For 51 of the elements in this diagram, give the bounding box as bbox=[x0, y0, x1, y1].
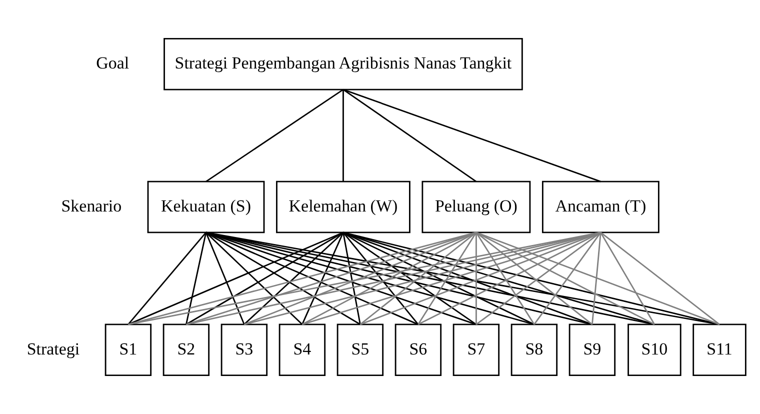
connector bbox=[476, 232, 720, 326]
node-box: S10 bbox=[628, 324, 682, 376]
connector bbox=[475, 232, 477, 324]
node-box: S2 bbox=[162, 324, 210, 376]
node-box: S5 bbox=[336, 324, 384, 376]
node-box: S6 bbox=[394, 324, 442, 376]
connector bbox=[206, 232, 418, 326]
connector bbox=[343, 232, 720, 326]
connector bbox=[592, 232, 602, 324]
connector bbox=[205, 232, 245, 325]
connector bbox=[600, 232, 656, 325]
connector bbox=[342, 232, 361, 325]
node-box: S3 bbox=[220, 324, 268, 376]
node-box: S8 bbox=[510, 324, 558, 376]
connector bbox=[342, 232, 419, 325]
connector bbox=[343, 232, 655, 326]
node-box: S9 bbox=[568, 324, 616, 376]
node-box: Kekuatan (S) bbox=[147, 180, 265, 234]
node-box: Kelemahan (W) bbox=[276, 180, 410, 234]
connector bbox=[476, 232, 535, 325]
connector bbox=[476, 232, 655, 326]
connector bbox=[342, 90, 344, 182]
connector bbox=[342, 89, 477, 182]
node-box: S11 bbox=[692, 324, 746, 376]
node-box: S7 bbox=[452, 324, 500, 376]
connector bbox=[302, 232, 601, 326]
node-box: Ancaman (T) bbox=[542, 180, 660, 234]
label: Goal bbox=[96, 54, 130, 73]
label: Skenario bbox=[61, 196, 122, 216]
connector bbox=[128, 232, 207, 325]
connector bbox=[418, 232, 477, 325]
connector bbox=[342, 232, 534, 326]
connector bbox=[128, 232, 344, 326]
node-box: Peluang (O) bbox=[422, 180, 531, 234]
node-box: S1 bbox=[104, 324, 152, 376]
connector bbox=[302, 232, 477, 326]
connector bbox=[206, 89, 344, 182]
connector bbox=[418, 232, 601, 326]
node-box: S4 bbox=[278, 324, 326, 376]
label: Strategi bbox=[26, 339, 80, 358]
connector bbox=[186, 232, 344, 326]
connector bbox=[342, 88, 601, 182]
connector bbox=[186, 232, 207, 325]
connector bbox=[206, 232, 303, 325]
connector bbox=[128, 232, 476, 326]
connector bbox=[244, 232, 344, 325]
connector bbox=[206, 232, 361, 326]
connector bbox=[534, 232, 602, 325]
connector bbox=[600, 232, 720, 325]
node-box: Strategi Pengembangan Agribisnis Nanas Tangkit bbox=[164, 38, 523, 90]
connector bbox=[302, 232, 344, 325]
